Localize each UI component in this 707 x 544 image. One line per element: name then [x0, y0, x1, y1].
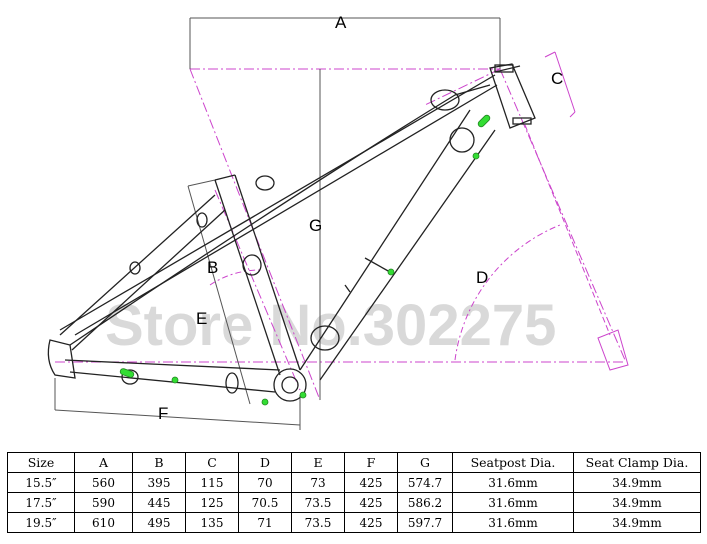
measure-lines	[54, 17, 501, 430]
store-watermark: Store No.302275	[105, 293, 556, 358]
header-size: Size	[7, 452, 75, 473]
table-cell: 71	[238, 512, 292, 533]
table-cell: 115	[185, 472, 239, 493]
table-cell: 445	[132, 492, 186, 513]
table-header-row: Size A B C D E F G Seatpost Dia. Seat Cl…	[7, 452, 701, 473]
table-cell: 425	[344, 492, 398, 513]
dimension-label-d: D	[476, 268, 488, 287]
table-cell: 31.6mm	[452, 512, 574, 533]
header-seat-clamp-dia: Seat Clamp Dia.	[573, 452, 701, 473]
angle-arcs	[209, 224, 561, 361]
table-cell: 135	[185, 512, 239, 533]
table-cell: 17.5″	[7, 492, 75, 513]
table-cell: 19.5″	[7, 512, 75, 533]
table-cell: 574.7	[397, 472, 453, 493]
dimension-label-b: B	[207, 258, 218, 277]
header-a: A	[74, 452, 133, 473]
dimension-label-e: E	[196, 309, 207, 328]
table-cell: 31.6mm	[452, 472, 574, 493]
table-cell: 495	[132, 512, 186, 533]
dimension-label-f: F	[158, 404, 168, 423]
table-cell: 70	[238, 472, 292, 493]
table-row: 19.5″ 610 495 135 71 73.5 425 597.7 31.6…	[7, 512, 701, 533]
header-b: B	[132, 452, 186, 473]
table-cell: 34.9mm	[573, 492, 701, 513]
table-cell: 34.9mm	[573, 472, 701, 493]
table-cell: 15.5″	[7, 472, 75, 493]
header-f: F	[344, 452, 398, 473]
frame-geometry-diagram: Store No.302275	[47, 13, 629, 430]
table-cell: 425	[344, 472, 398, 493]
table-cell: 73.5	[291, 512, 345, 533]
table-cell: 560	[74, 472, 133, 493]
header-d: D	[238, 452, 292, 473]
table-cell: 610	[74, 512, 133, 533]
cable-port-markers	[119, 114, 491, 406]
header-g: G	[397, 452, 453, 473]
dimension-label-c: C	[551, 69, 563, 88]
table-cell: 586.2	[397, 492, 453, 513]
header-e: E	[291, 452, 345, 473]
dimension-label-g: G	[309, 216, 322, 235]
bike-frame	[47, 63, 536, 402]
table-cell: 425	[344, 512, 398, 533]
table-cell: 73.5	[291, 492, 345, 513]
geometry-table: Size A B C D E F G Seatpost Dia. Seat Cl…	[7, 452, 701, 533]
header-c: C	[185, 452, 239, 473]
table-cell: 395	[132, 472, 186, 493]
table-cell: 597.7	[397, 512, 453, 533]
table-cell: 70.5	[238, 492, 292, 513]
table-cell: 73	[291, 472, 345, 493]
table-cell: 31.6mm	[452, 492, 574, 513]
table-cell: 125	[185, 492, 239, 513]
table-cell: 590	[74, 492, 133, 513]
header-seatpost-dia: Seatpost Dia.	[452, 452, 574, 473]
table-row: 15.5″ 560 395 115 70 73 425 574.7 31.6mm…	[7, 472, 701, 493]
table-cell: 34.9mm	[573, 512, 701, 533]
table-row: 17.5″ 590 445 125 70.5 73.5 425 586.2 31…	[7, 492, 701, 513]
dimension-label-a: A	[335, 13, 347, 32]
